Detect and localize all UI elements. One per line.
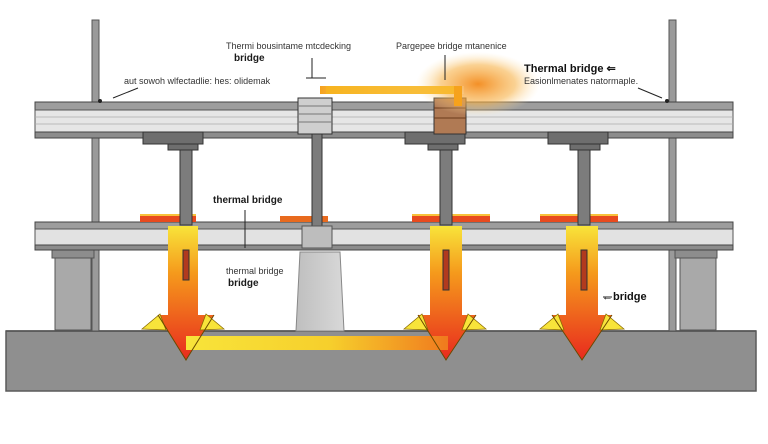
top-center-label: Pargepee bridge mtanenice — [396, 41, 507, 51]
mid-small-bold-label: bridge — [228, 278, 259, 289]
deck-hot-strips — [140, 214, 618, 222]
lower-deck — [34, 221, 734, 251]
heat-flow-paths — [140, 226, 626, 361]
mid-thermal-bridge-label: thermal bridge — [213, 195, 283, 206]
top-left-bold-label: bridge — [234, 53, 265, 64]
mid-small-label: thermal bridge — [226, 266, 284, 276]
pointer-lines — [112, 55, 663, 298]
right-bridge-label: ←bridge — [602, 291, 647, 303]
top-right-bold-label: Thermal bridge ⇐ — [524, 63, 616, 75]
pointer-dots — [98, 99, 669, 103]
concrete-pillar — [295, 225, 345, 332]
column-brackets — [142, 131, 609, 151]
top-left-label: Thermi bousintame mtcdecking — [226, 41, 352, 51]
top-right-label: Easionlmenates natormaple. — [524, 76, 639, 86]
outer-posts — [51, 19, 718, 332]
left-note-label: aut sowoh wlfectadlie: hes: olidemak — [124, 76, 271, 86]
upper-deck — [34, 101, 734, 139]
steel-columns — [179, 131, 591, 291]
top-heat-plume — [320, 52, 540, 116]
